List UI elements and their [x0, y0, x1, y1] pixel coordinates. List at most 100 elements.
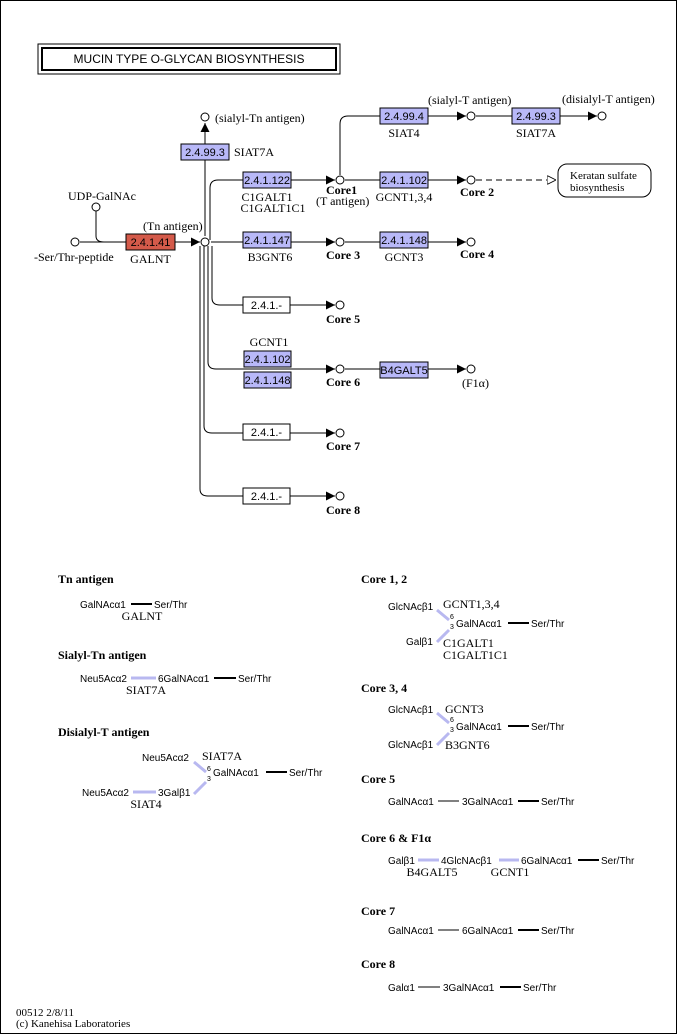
enzyme-galnt[interactable]: 2.4.1.41 GALNT: [125, 233, 176, 266]
svg-text:GalNAcα1: GalNAcα1: [80, 600, 126, 611]
node-core6[interactable]: [335, 364, 345, 374]
node-sialyl-tn[interactable]: [200, 112, 210, 122]
svg-text:SIAT4: SIAT4: [388, 126, 419, 140]
svg-text:3GalNAcα1: 3GalNAcα1: [443, 983, 495, 994]
label-disialyl-t: (disialyl-T antigen): [562, 92, 655, 106]
enzyme-b3gnt6[interactable]: 2.4.1.147 B3GNT6: [242, 231, 293, 264]
svg-text:GALNT: GALNT: [130, 252, 171, 266]
enzyme-gcnt1[interactable]: GCNT1 2.4.1.102 2.4.1.148: [243, 335, 292, 389]
svg-text:4GlcNAcβ1: 4GlcNAcβ1: [441, 856, 492, 867]
svg-text:2.4.1.122: 2.4.1.122: [244, 175, 290, 187]
node-core3[interactable]: [335, 237, 345, 247]
title-box: MUCIN TYPE O-GLYCAN BIOSYNTHESIS: [37, 43, 341, 75]
copyright: (c) Kanehisa Laboratories: [16, 1018, 130, 1030]
enzyme-core7[interactable]: 2.4.1.-: [242, 423, 291, 441]
svg-text:3: 3: [450, 727, 454, 734]
label-core3: Core 3: [326, 248, 360, 262]
legend-heading: Tn antigen: [58, 572, 114, 586]
svg-text:GCNT3: GCNT3: [445, 702, 484, 716]
node-core2[interactable]: [466, 175, 476, 185]
enzyme-siat7a[interactable]: 2.4.99.3 SIAT7A: [180, 143, 274, 161]
enzyme-core5[interactable]: 2.4.1.-: [242, 296, 291, 314]
svg-text:GCNT1,3,4: GCNT1,3,4: [376, 190, 433, 204]
enzyme-siat7a-disialyl[interactable]: 2.4.99.3 SIAT7A: [511, 107, 561, 140]
label-core8: Core 8: [326, 503, 360, 517]
svg-text:SIAT7A: SIAT7A: [126, 683, 166, 697]
svg-text:Neu5Acα2: Neu5Acα2: [142, 753, 189, 764]
svg-text:6GalNAcα1: 6GalNAcα1: [521, 856, 573, 867]
node-disialyl-t[interactable]: [597, 111, 607, 121]
svg-text:GCNT1: GCNT1: [250, 335, 289, 349]
legend-core-1-2: Core 1, 2 GlcNAcβ1 GCNT1,3,4 6 3 GalNAcα…: [361, 572, 565, 662]
node-core4[interactable]: [466, 237, 476, 247]
svg-text:GlcNAcβ1: GlcNAcβ1: [388, 705, 434, 716]
legend-core-5: Core 5 GalNAcα1 3GalNAcα1 Ser/Thr: [361, 772, 575, 808]
legend-disialyl-t: Disialyl-T antigen Neu5Acα2 SIAT7A 6 3 G…: [58, 725, 323, 811]
svg-text:GlcNAcβ1: GlcNAcβ1: [388, 740, 434, 751]
label-udp-galnac: UDP-GalNAc: [68, 189, 136, 203]
svg-text:Ser/Thr: Ser/Thr: [238, 674, 272, 685]
enzyme-b4galt5[interactable]: B4GALT5: [379, 361, 429, 379]
svg-text:B3GNT6: B3GNT6: [445, 738, 490, 752]
svg-text:3: 3: [207, 776, 211, 783]
enzyme-core8[interactable]: 2.4.1.-: [242, 487, 291, 505]
label-ser-thr-peptide: -Ser/Thr-peptide: [34, 250, 114, 264]
legend-heading: Core 1, 2: [361, 572, 407, 586]
svg-text:Ser/Thr: Ser/Thr: [523, 983, 557, 994]
svg-text:GlcNAcβ1: GlcNAcβ1: [388, 602, 434, 613]
svg-text:Galβ1: Galβ1: [406, 637, 433, 648]
compound-labels: UDP-GalNAc -Ser/Thr-peptide (Tn antigen)…: [34, 92, 655, 517]
svg-text:B4GALT5: B4GALT5: [380, 365, 428, 377]
enzyme-siat4[interactable]: 2.4.99.4 SIAT4: [379, 107, 429, 140]
enzyme-c1galt1[interactable]: 2.4.1.122 C1GALT1 C1GALT1C1: [241, 171, 306, 215]
svg-text:SIAT7A: SIAT7A: [516, 126, 556, 140]
node-f1a[interactable]: [466, 364, 476, 374]
svg-text:3GalNAcα1: 3GalNAcα1: [462, 797, 514, 808]
legend-heading: Core 5: [361, 772, 395, 786]
node-core5[interactable]: [335, 300, 345, 310]
svg-text:B3GNT6: B3GNT6: [248, 250, 293, 264]
label-core6: Core 6: [326, 375, 360, 389]
legend-heading: Core 8: [361, 957, 395, 971]
svg-text:GalNAcα1: GalNAcα1: [388, 797, 434, 808]
node-core8[interactable]: [335, 491, 345, 501]
footer: 00512 2/8/11 (c) Kanehisa Laboratories: [16, 1007, 130, 1030]
svg-text:Ser/Thr: Ser/Thr: [289, 768, 323, 779]
legend-core-8: Core 8 Galα1 3GalNAcα1 Ser/Thr: [361, 957, 557, 994]
enzyme-gcnt3[interactable]: 2.4.1.148 GCNT3: [379, 231, 429, 264]
legend-tn-antigen: Tn antigen GalNAcα1 Ser/Thr GALNT: [58, 572, 188, 623]
node-core1[interactable]: [335, 175, 345, 185]
compound-nodes: [70, 111, 607, 501]
legend-core-7: Core 7 GalNAcα1 6GalNAcα1 Ser/Thr: [361, 904, 575, 937]
node-core7[interactable]: [335, 428, 345, 438]
svg-text:2.4.1.148: 2.4.1.148: [381, 235, 427, 247]
enzyme-gcnt134[interactable]: 2.4.1.102 GCNT1,3,4: [376, 171, 433, 204]
svg-text:Neu5Acα2: Neu5Acα2: [82, 788, 129, 799]
label-tn-antigen: (Tn antigen): [143, 219, 203, 233]
svg-text:C1GALT1: C1GALT1: [443, 636, 494, 650]
label-core2: Core 2: [460, 185, 494, 199]
label-core4: Core 4: [460, 247, 494, 261]
node-tn-antigen[interactable]: [200, 237, 210, 247]
svg-text:GCNT1,3,4: GCNT1,3,4: [443, 597, 500, 611]
node-sialyl-t[interactable]: [466, 111, 476, 121]
svg-text:6GalNAcα1: 6GalNAcα1: [158, 674, 210, 685]
svg-text:3Galβ1: 3Galβ1: [158, 788, 191, 799]
svg-text:GCNT1: GCNT1: [491, 865, 530, 879]
svg-text:2.4.1.-: 2.4.1.-: [251, 300, 283, 312]
svg-text:C1GALT1: C1GALT1: [242, 190, 293, 204]
svg-text:2.4.1.-: 2.4.1.-: [251, 427, 283, 439]
node-udp-galnac[interactable]: [91, 202, 101, 212]
legend-heading: Sialyl-Tn antigen: [58, 648, 147, 662]
svg-text:6: 6: [450, 614, 454, 621]
legend-sialyl-tn: Sialyl-Tn antigen Neu5Acα2 6GalNAcα1 Ser…: [58, 648, 272, 697]
svg-text:2.4.1.102: 2.4.1.102: [245, 354, 291, 366]
svg-text:SIAT7A: SIAT7A: [202, 749, 242, 763]
svg-text:Neu5Acα2: Neu5Acα2: [80, 674, 127, 685]
label-core1: Core1: [326, 183, 357, 197]
svg-text:2.4.99.3: 2.4.99.3: [185, 147, 225, 159]
svg-text:Ser/Thr: Ser/Thr: [601, 856, 635, 867]
node-ser-thr-peptide[interactable]: [70, 237, 80, 247]
map-link-keratan-sulfate[interactable]: Keratan sulfate biosynthesis: [557, 163, 652, 198]
svg-text:6GalNAcα1: 6GalNAcα1: [462, 926, 514, 937]
